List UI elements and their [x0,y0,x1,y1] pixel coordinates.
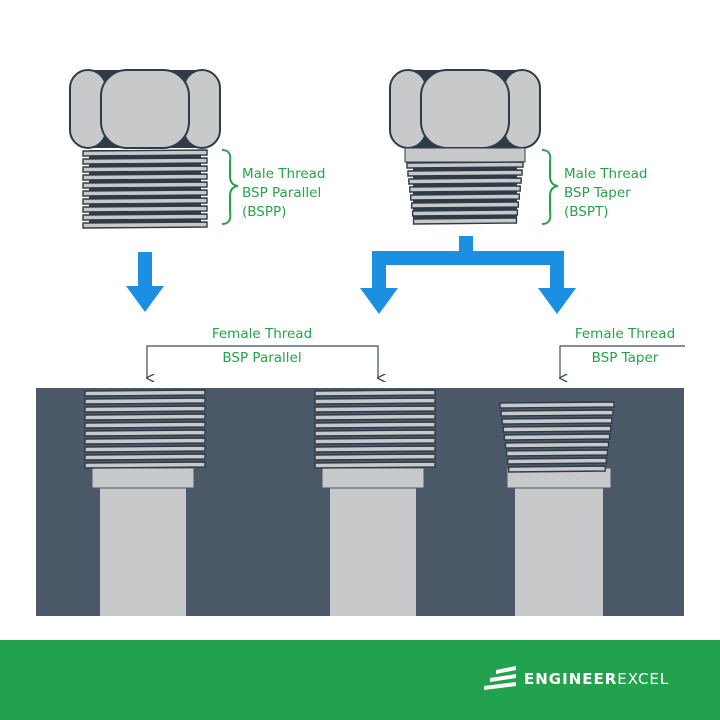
thread-ridge [82,221,208,229]
thread-ridge [84,437,206,445]
port-bore [515,487,603,616]
leader-parallel [147,345,378,378]
thread-ridge [314,453,436,461]
thread-ridge [506,457,608,465]
assembled-bspp-2 [314,389,436,616]
thread-ridge [82,189,208,197]
label-bspp: (BSPP) [242,204,286,220]
footer-bar [0,640,720,720]
thread-ridge [501,417,613,425]
thread-ridge [82,205,208,213]
thread-ridge [314,397,436,405]
label-bspt: (BSPT) [564,204,609,220]
male-thread-parallel [82,149,208,229]
thread-ridge [508,465,606,473]
female-thread-parallel-1 [84,389,206,469]
port-bore [100,487,186,616]
thread-ridge [412,217,518,225]
thread-ridge [503,433,611,441]
thread-ridge [499,401,615,409]
thread-ridge [314,413,436,421]
thread-ridge [314,445,436,453]
thread-ridge [84,429,206,437]
brace-bspp [221,149,239,225]
thread-ridge [407,169,523,177]
thread-ridge [82,165,208,173]
thread-ridge [82,181,208,189]
label-female-thread-1: Female Thread [212,326,312,342]
thread-ridge [82,213,208,221]
arrow-taper-split [360,236,576,314]
hex-nut [69,69,221,149]
label-male-thread-1: Male Thread [242,166,325,182]
thread-ridge [502,425,612,433]
thread-ridge [500,409,614,417]
label-female-bsp-parallel: BSP Parallel [222,350,301,366]
thread-ridge [84,453,206,461]
thread-ridge [505,449,609,457]
thread-ridge [409,185,521,193]
taper-shoulder [404,147,526,163]
label-male-thread-2: Male Thread [564,166,647,182]
thread-ridge [314,429,436,437]
port-collar [91,467,195,489]
assembled-bspp-1 [84,389,206,616]
thread-ridge [84,421,206,429]
male-thread-taper [406,161,524,225]
label-female-bsp-taper: BSP Taper [592,350,659,366]
thread-ridge [314,437,436,445]
thread-ridge [84,405,206,413]
thread-ridge [82,149,208,157]
engineerexcel-logo-icon [484,666,516,690]
female-thread-taper [499,401,615,473]
male-bspt-fitting [389,69,541,225]
thread-ridge [84,389,206,397]
female-thread-parallel-2 [314,389,436,469]
thread-ridge [411,209,519,217]
thread-ridge [314,421,436,429]
thread-ridge [314,461,436,469]
arrow-parallel [126,252,164,312]
thread-ridge [82,173,208,181]
thread-ridge [410,193,520,201]
thread-ridge [314,389,436,397]
label-bsp-parallel: BSP Parallel [242,185,321,201]
thread-ridge [406,161,524,169]
thread-ridge [84,461,206,469]
thread-ridge [84,397,206,405]
thread-ridge [82,157,208,165]
label-female-thread-2: Female Thread [575,326,675,342]
hex-nut [389,69,541,149]
assembled-bspt [499,401,615,616]
port-bore [330,487,416,616]
thread-ridge [84,413,206,421]
leader-taper [560,345,685,378]
thread-ridge [84,445,206,453]
brace-bspt [541,149,559,225]
thread-ridge [82,197,208,205]
thread-ridge [408,177,522,185]
thread-ridge [314,405,436,413]
thread-ridge [504,441,610,449]
label-bsp-taper: BSP Taper [564,185,631,201]
port-collar [321,467,425,489]
thread-ridge [410,201,520,209]
brand-name: ENGINEEREXCEL [524,670,669,688]
male-bspp-fitting [69,69,221,229]
